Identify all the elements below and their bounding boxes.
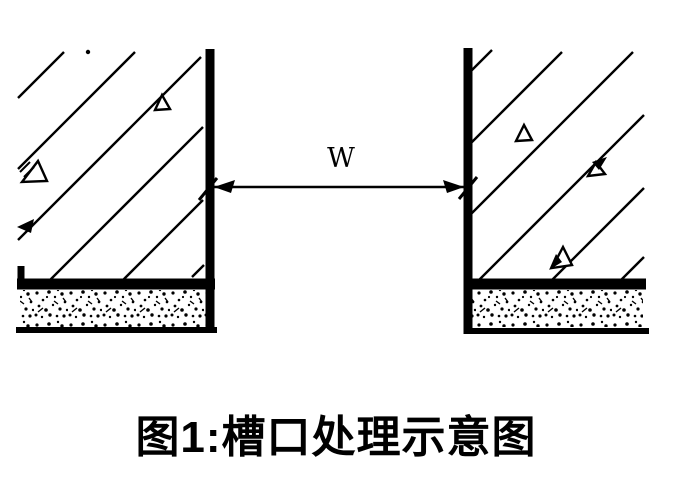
dimension-tick-left xyxy=(197,177,219,201)
hatch-dot xyxy=(85,49,91,55)
dimension-arrow-right xyxy=(443,180,464,193)
earth-triangle-marker xyxy=(585,159,608,178)
hatch-arrow-marker xyxy=(549,254,562,270)
right-gravel-band xyxy=(468,290,643,327)
hatch-arrow-marker xyxy=(17,219,34,233)
earth-triangle-marker xyxy=(513,122,534,143)
left-soil-block xyxy=(16,49,217,333)
left-hatch-lines xyxy=(17,49,205,281)
right-hatch-lines xyxy=(469,49,645,281)
figure-caption: 图1:槽口处理示意图 xyxy=(135,413,537,462)
earth-triangle-marker xyxy=(153,92,172,112)
hatch-arrow-marker xyxy=(592,157,607,170)
dimension-group: W xyxy=(197,143,479,201)
right-soil-block xyxy=(463,48,649,334)
earth-triangle-marker xyxy=(19,158,49,184)
hatch-tick-marks xyxy=(19,161,35,178)
width-label: W xyxy=(327,143,355,174)
left-gravel-band xyxy=(20,290,212,327)
dimension-arrow-left xyxy=(214,180,235,193)
dimension-tick-right xyxy=(457,176,479,200)
